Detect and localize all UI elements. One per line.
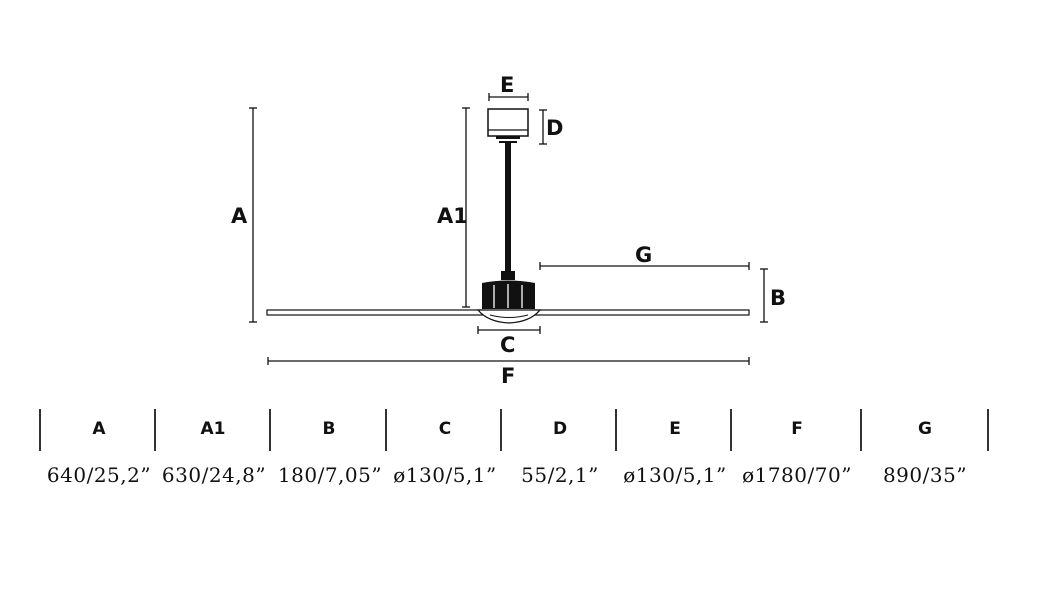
column-separator [154,409,156,451]
value-c: ø130/5,1” [393,463,497,487]
fan-drawing [266,108,750,324]
header-a1: A1 [200,419,226,439]
column-separator [269,409,271,451]
column-separator [987,409,989,451]
value-g: 890/35” [882,463,968,487]
header-d: D [552,419,568,439]
header-a: A [92,419,106,439]
label-a1: A1 [437,204,468,228]
label-b: B [770,286,786,310]
fan-dimension-diagram: A A1 E D G B C F [231,73,786,388]
column-separator [39,409,41,451]
value-a: 640/25,2” [46,463,152,487]
blade-left [266,309,486,316]
label-e: E [500,73,514,97]
label-c: C [500,333,515,357]
value-e: ø130/5,1” [623,463,727,487]
blade-right [530,309,750,316]
dimension-table: A A1 B C D E F G 640/25,2” 630/24,8” 180… [0,405,1037,505]
downrod [505,143,511,273]
label-g: G [635,243,652,267]
header-f: F [791,419,803,439]
header-g: G [918,419,932,439]
value-d: 55/2,1” [521,463,599,487]
column-separator [500,409,502,451]
value-f: ø1780/70” [742,463,852,487]
value-b: 180/7,05” [277,463,383,487]
header-c: C [438,419,452,439]
label-f: F [501,364,515,388]
label-d: D [546,116,563,140]
header-b: B [322,419,336,439]
label-a: A [231,204,248,228]
column-separator [730,409,732,451]
column-separator [615,409,617,451]
value-a1: 630/24,8” [161,463,267,487]
canopy [487,108,529,137]
column-separator [385,409,387,451]
motor-bottom-cap [476,309,542,324]
column-separator [860,409,862,451]
header-e: E [669,419,681,439]
